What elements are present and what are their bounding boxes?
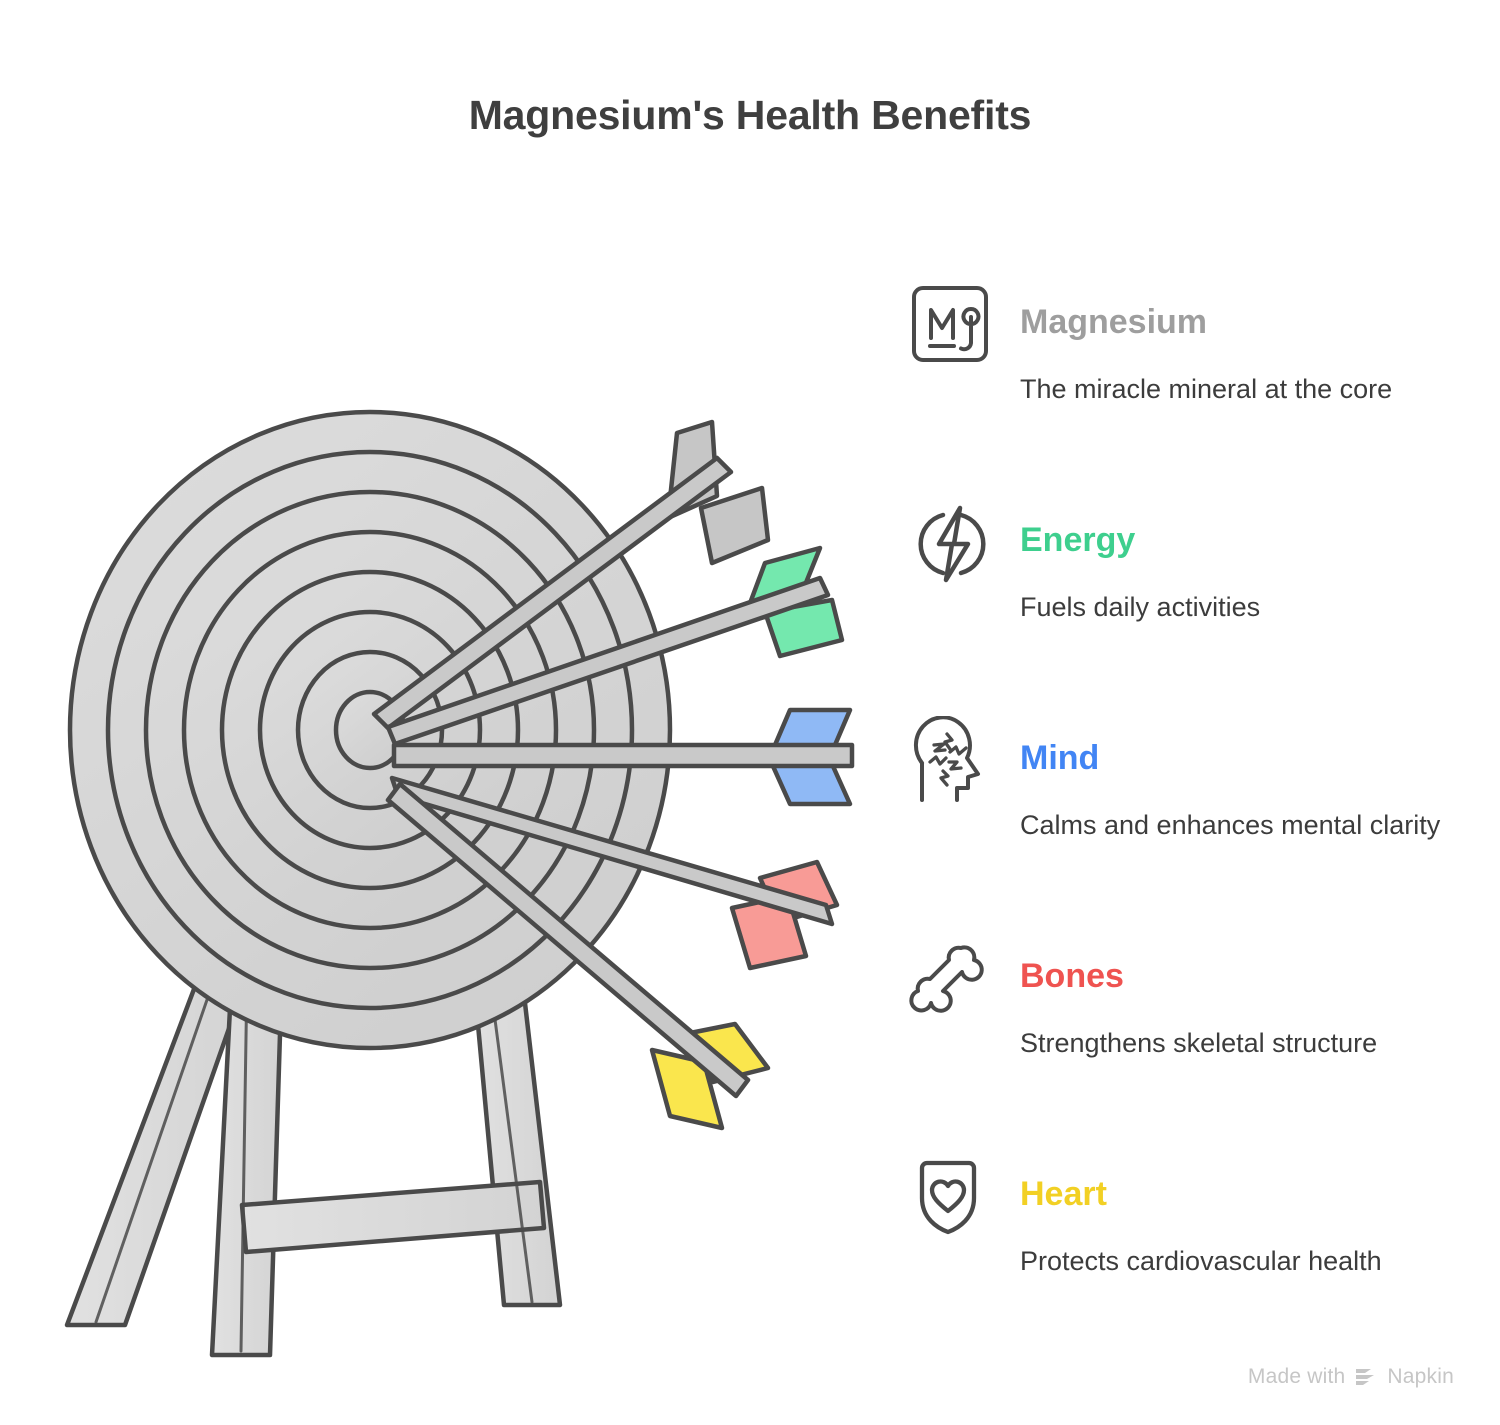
benefit-title-magnesium: Magnesium bbox=[1020, 303, 1208, 341]
benefit-description-magnesium: The miracle mineral at the core bbox=[1020, 374, 1393, 404]
head-brain-icon bbox=[905, 715, 995, 806]
page-title: Magnesium's Health Benefits bbox=[468, 92, 1032, 138]
benefit-item-magnesium[interactable]: Magnesium The miracle mineral at the cor… bbox=[900, 272, 1480, 490]
napkin-logo-icon bbox=[1356, 1369, 1375, 1385]
benefit-item-heart[interactable]: Heart Protects cardiovascular health bbox=[900, 1144, 1480, 1362]
bone-icon bbox=[905, 934, 995, 1024]
benefit-title-mind: Mind bbox=[1020, 739, 1100, 777]
arrow-yellow bbox=[385, 781, 771, 1131]
mg-element-icon bbox=[905, 280, 995, 370]
benefits-list: Magnesium The miracle mineral at the cor… bbox=[900, 272, 1480, 1362]
arrow-gray-fletch-lower bbox=[698, 485, 771, 566]
watermark-text: Made with bbox=[1247, 1365, 1346, 1388]
benefit-description-bones: Strengthens skeletal structure bbox=[1020, 1028, 1378, 1058]
benefit-description-energy: Fuels daily activities bbox=[1020, 592, 1261, 622]
arrow-blue-fletch-lower bbox=[769, 761, 853, 807]
benefit-item-bones[interactable]: Bones Strengthens skeletal structure bbox=[900, 926, 1480, 1144]
benefit-item-energy[interactable]: Energy Fuels daily activities bbox=[900, 490, 1480, 708]
arrow-green-fletch-lower bbox=[762, 597, 845, 659]
stand-highlights bbox=[94, 963, 534, 1353]
target-stand bbox=[64, 957, 563, 1358]
shield-heart-icon bbox=[905, 1152, 995, 1242]
napkin-watermark: Made with Napkin bbox=[1248, 1365, 1454, 1389]
benefit-title-energy: Energy bbox=[1020, 521, 1136, 559]
benefit-description-heart: Protects cardiovascular health bbox=[1020, 1246, 1382, 1276]
watermark-brand: Napkin bbox=[1387, 1365, 1454, 1388]
stand-crossbar bbox=[239, 1179, 547, 1255]
arrow-blue-shaft bbox=[391, 742, 855, 769]
benefit-item-mind[interactable]: Mind Calms and enhances mental clarity bbox=[900, 708, 1480, 926]
arrow-yellow-shaft bbox=[385, 781, 751, 1099]
benefit-title-bones: Bones bbox=[1020, 957, 1124, 995]
arrow-gray bbox=[371, 419, 771, 731]
archery-target-illustration bbox=[20, 400, 880, 1380]
benefit-title-heart: Heart bbox=[1020, 1175, 1107, 1213]
target-svg bbox=[64, 409, 855, 1358]
lightning-bolt-icon bbox=[905, 498, 995, 588]
arrow-blue bbox=[391, 707, 855, 807]
benefit-description-mind: Calms and enhances mental clarity bbox=[1020, 810, 1441, 840]
